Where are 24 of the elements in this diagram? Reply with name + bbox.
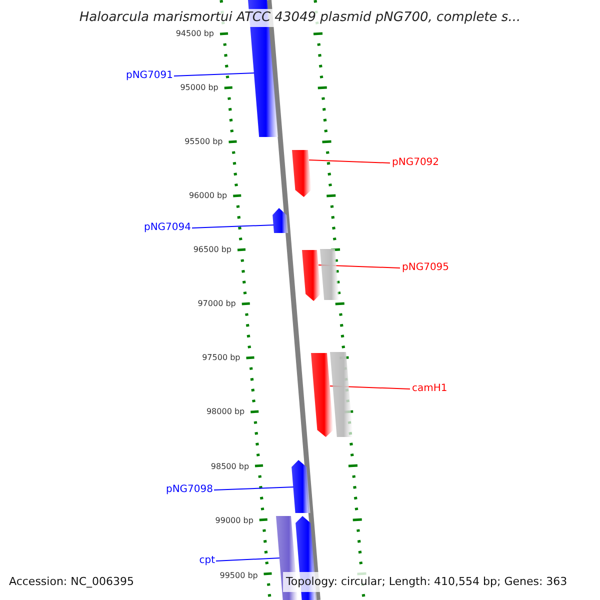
tick-label: 97500 bp — [201, 353, 240, 363]
gene-label: pNG7094 — [144, 222, 191, 233]
gene-label: pNG7091 — [126, 70, 173, 81]
tick-label: 98500 bp — [210, 462, 250, 472]
accession-text: Accession: NC_006395 — [9, 575, 134, 589]
gene-label: pNG7098 — [166, 484, 213, 495]
gene-label: pNG7092 — [392, 157, 440, 168]
leader-line — [214, 486, 294, 490]
tick-label: 96500 bp — [192, 245, 232, 255]
tick-label: 97000 bp — [196, 299, 236, 309]
tick-label: 98000 bp — [205, 407, 245, 417]
tick-label: 95500 bp — [184, 137, 223, 147]
leader-line — [216, 558, 280, 562]
tick-label: 94500 bp — [174, 29, 214, 39]
gene-label: camH1 — [412, 383, 448, 394]
tick-label: 99000 bp — [214, 516, 254, 526]
tick-label: 95000 bp — [179, 83, 218, 93]
leader-line — [192, 224, 274, 228]
gene-label: pNG7095 — [402, 262, 450, 273]
leader-line — [174, 72, 255, 76]
tick-label: 99500 bp — [218, 571, 258, 581]
leader-line — [308, 160, 390, 164]
gene-label: cpt — [199, 555, 215, 566]
tick-label: 96000 bp — [188, 191, 228, 201]
